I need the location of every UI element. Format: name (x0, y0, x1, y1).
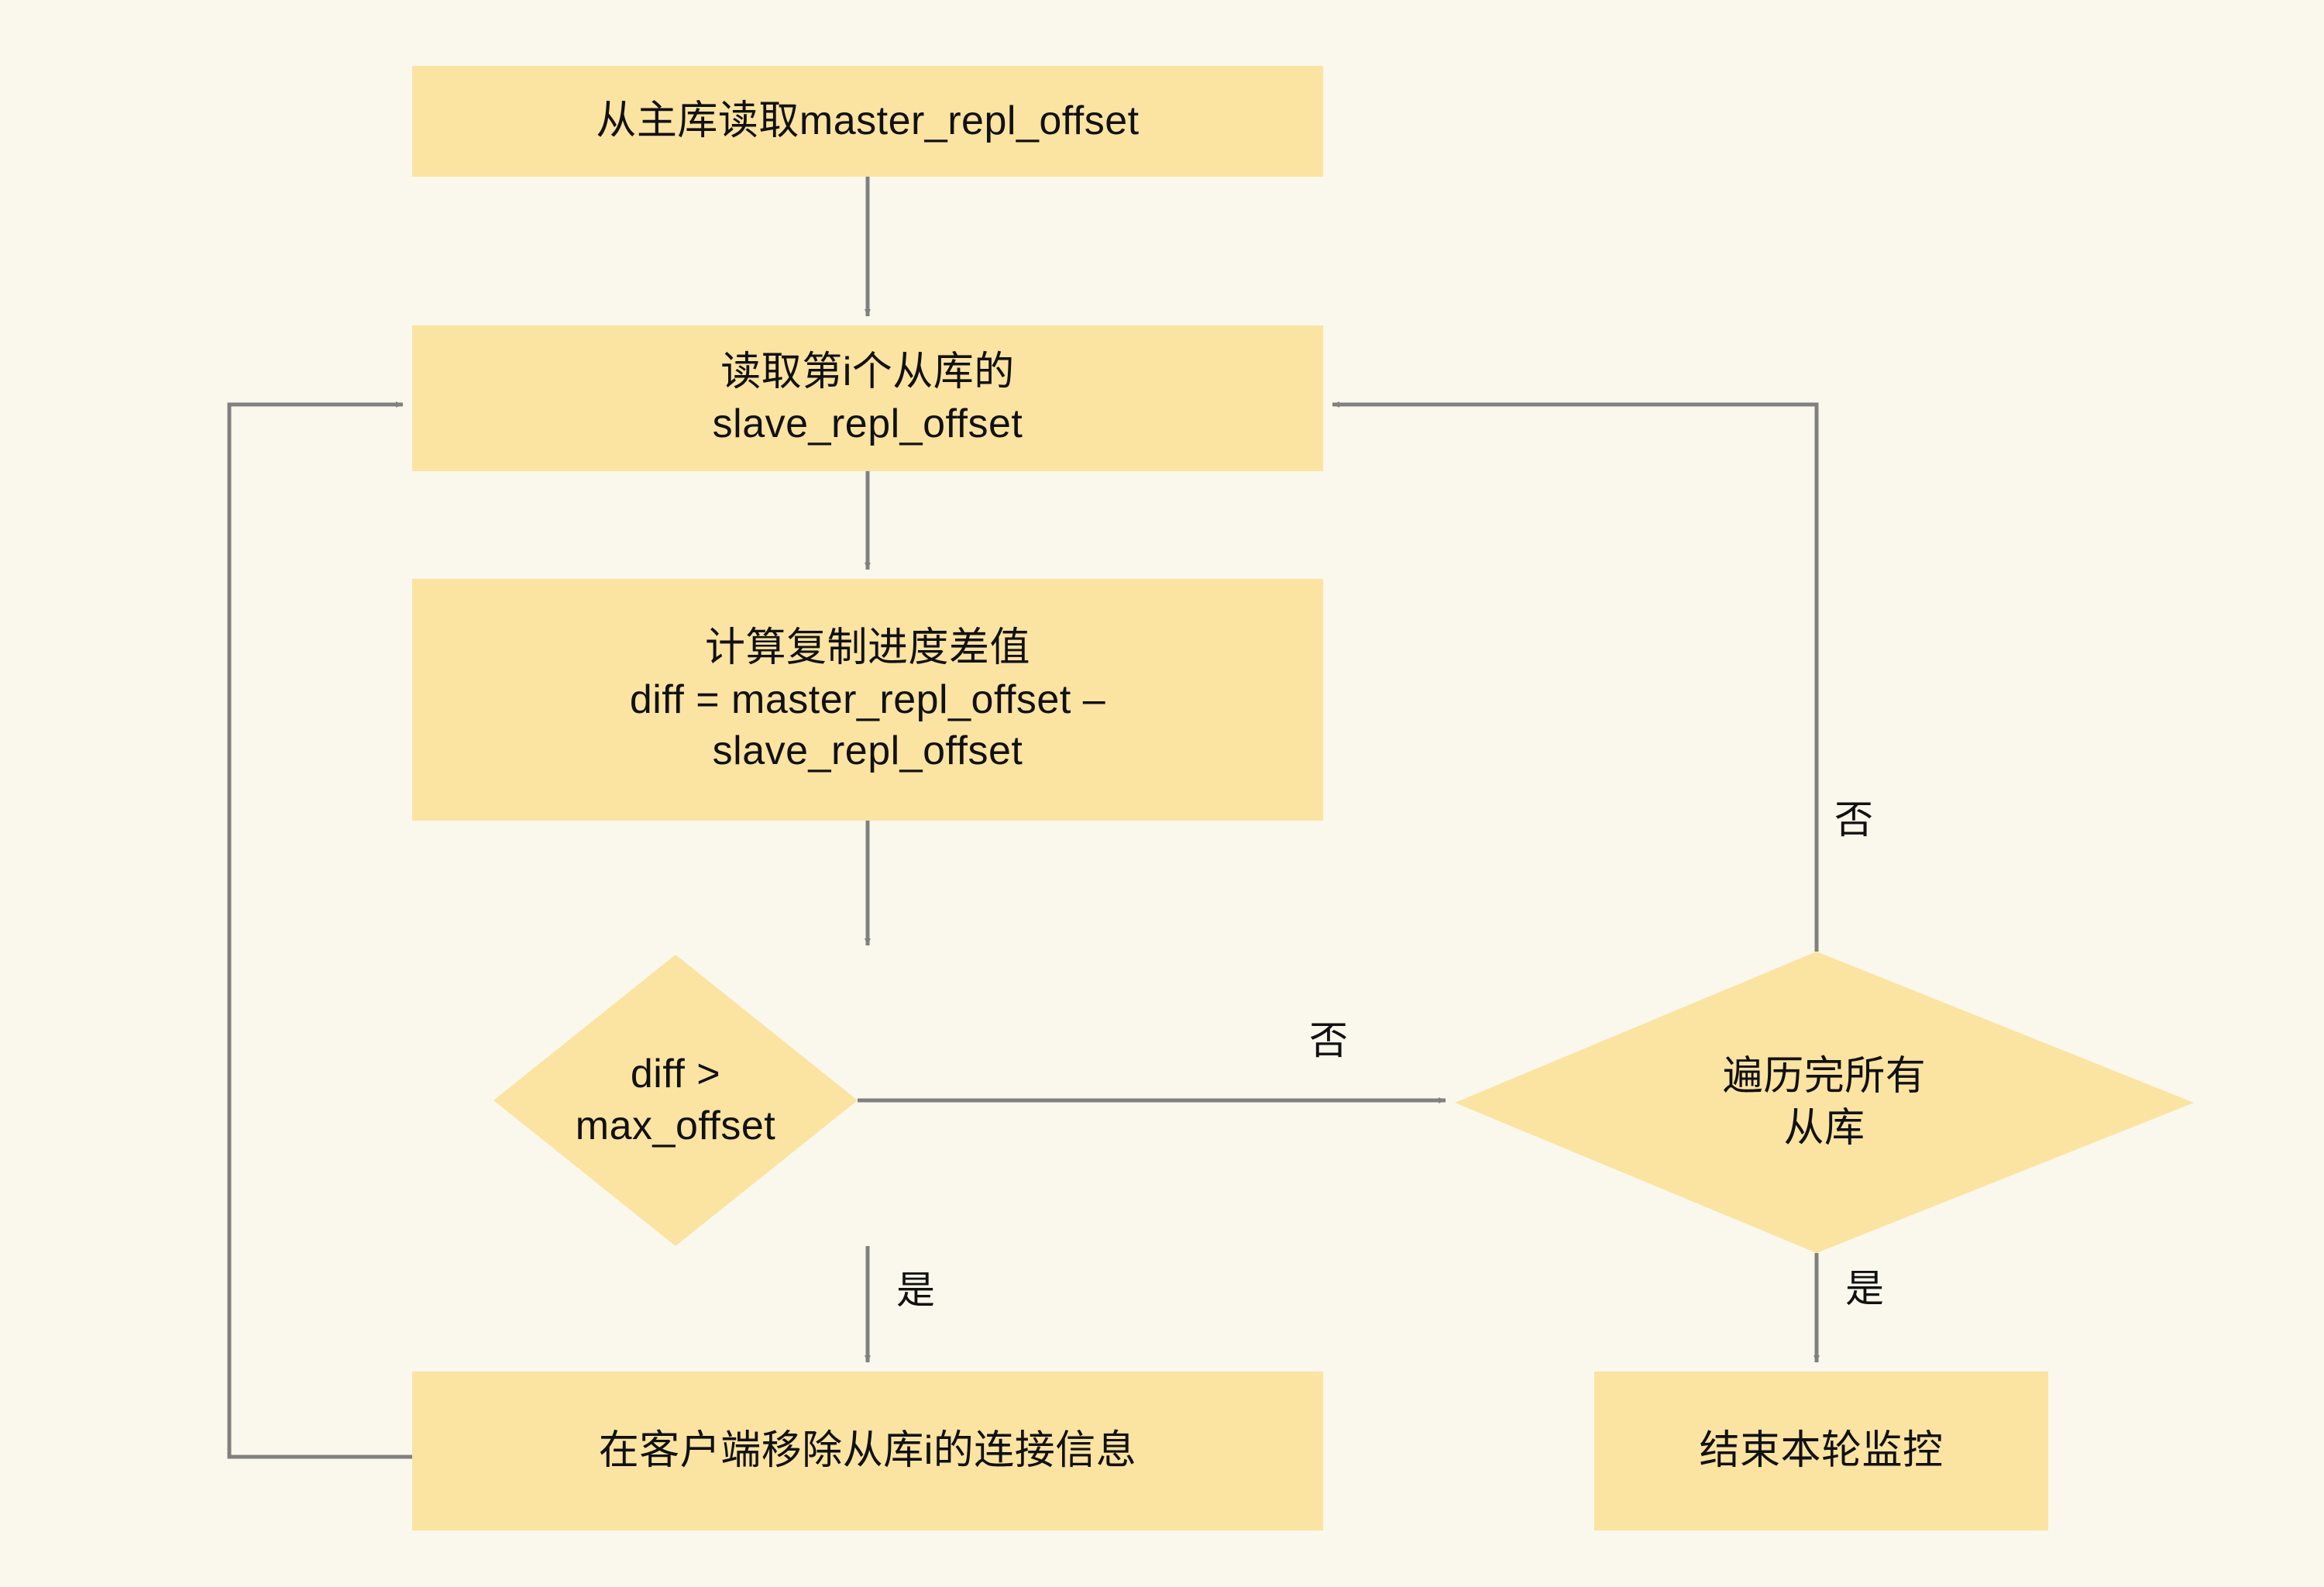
node-end-round-shape[interactable] (1594, 1372, 2048, 1530)
edge-label-decision-yes: 是 (896, 1269, 935, 1312)
node-read-master-offset[interactable] (412, 66, 1323, 177)
edge-label-decision-no: 否 (1309, 1019, 1348, 1062)
node-remove-client-conn-shape[interactable] (412, 1372, 1323, 1530)
edge-label-all-slaves-no: 否 (1834, 798, 1873, 842)
node-remove-client-conn[interactable] (412, 1372, 1323, 1530)
node-compute-diff-shape[interactable] (412, 579, 1323, 821)
edge-remove-conn-loop-to-read-slave (227, 401, 412, 1459)
node-all-slaves-done-shape[interactable] (1455, 952, 2194, 1253)
node-read-master-offset-shape[interactable] (412, 66, 1323, 177)
node-read-slave-offset[interactable] (412, 325, 1323, 471)
node-end-round[interactable] (1594, 1372, 2048, 1530)
node-diff-gt-max[interactable] (493, 955, 858, 1246)
node-read-slave-offset-shape[interactable] (412, 325, 1323, 471)
node-diff-gt-max-shape[interactable] (493, 955, 858, 1246)
edge-all-slaves-no-loop-to-read-slave (1332, 401, 1819, 952)
node-compute-diff[interactable] (412, 579, 1323, 821)
node-all-slaves-done[interactable] (1455, 952, 2194, 1253)
edge-label-all-slaves-yes: 是 (1845, 1267, 1884, 1310)
